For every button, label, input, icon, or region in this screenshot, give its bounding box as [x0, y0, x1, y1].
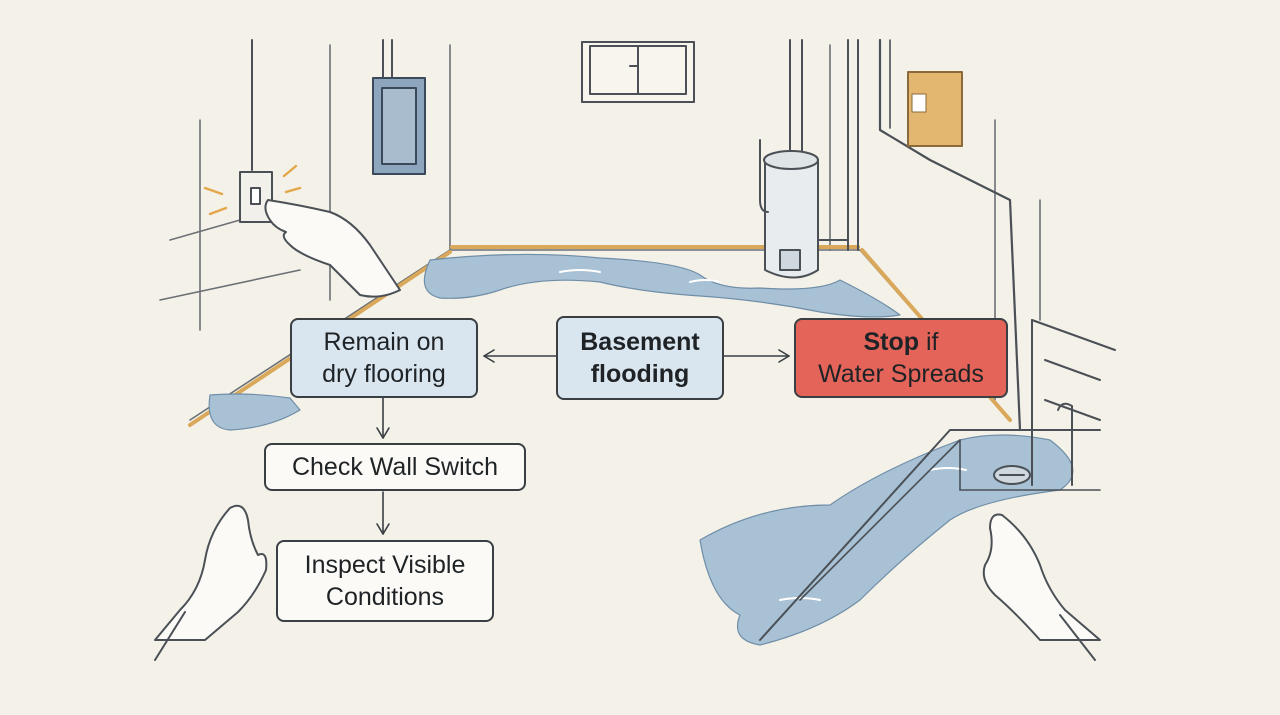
- arrowhead-right: [778, 349, 790, 363]
- node-stop-bold: Stop: [863, 328, 920, 356]
- arrowhead-down-2: [376, 523, 390, 535]
- floor-drain-icon: [759, 319, 1116, 641]
- node-basement-flooding-line1: Basement: [580, 328, 700, 356]
- node-inspect-visible-conditions: Inspect Visible Conditions: [276, 540, 494, 622]
- flow-arrows: [376, 349, 790, 535]
- arrowhead-down-1: [376, 427, 390, 439]
- node-inspect-line1: Inspect Visible: [304, 551, 466, 579]
- basement-window: [581, 41, 695, 103]
- node-remain-on-dry-flooring: Remain on dry flooring: [290, 318, 478, 398]
- node-check-wall-switch: Check Wall Switch: [264, 443, 526, 491]
- arrowhead-left: [483, 349, 495, 363]
- floodwater: [208, 253, 1074, 646]
- control-box-icon: [878, 38, 1022, 432]
- left-hand-icon: [154, 504, 268, 661]
- node-check-wall-switch-label: Check Wall Switch: [291, 453, 499, 481]
- node-stop-line1: Stop if: [864, 326, 939, 358]
- node-basement-flooding: Basement flooding: [556, 316, 724, 400]
- pointing-hand-icon: [264, 199, 401, 298]
- right-hand-icon: [982, 513, 1101, 661]
- node-stop-if-water-spreads: Stop if Water Spreads: [794, 318, 1008, 398]
- node-basement-flooding-line2: flooding: [590, 360, 690, 388]
- water-heater-icon: [759, 39, 859, 279]
- node-stop-line2: Water Spreads: [818, 360, 984, 388]
- wall-switch-icon: [203, 39, 302, 223]
- water-ripples: [559, 269, 967, 601]
- node-remain-line2: dry flooring: [322, 360, 446, 388]
- node-stop-rest: if: [919, 328, 939, 356]
- node-inspect-line2: Conditions: [325, 583, 445, 611]
- node-remain-line1: Remain on: [323, 328, 445, 356]
- electrical-panel-icon: [372, 39, 426, 175]
